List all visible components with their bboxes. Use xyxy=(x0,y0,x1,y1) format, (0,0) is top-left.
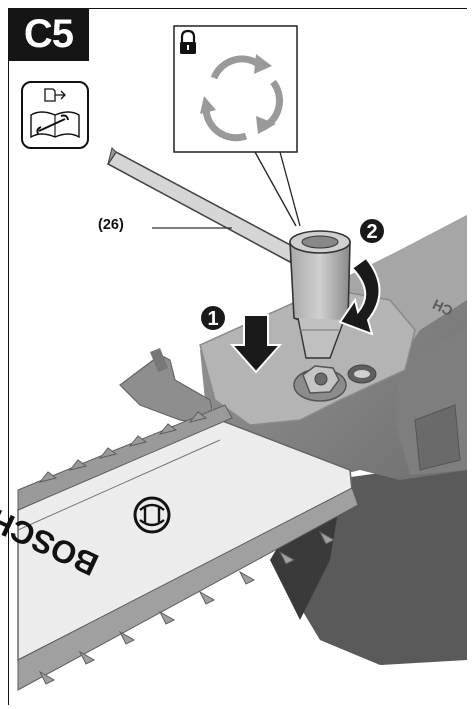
housing-brand-text: CH xyxy=(430,296,455,319)
svg-text:1: 1 xyxy=(207,308,218,330)
step-1-marker: 1 xyxy=(201,306,225,330)
chain-tension-slot xyxy=(347,364,377,384)
part-label: (26) xyxy=(98,217,124,233)
saw-chain-top xyxy=(17,404,233,511)
bar-nut xyxy=(293,365,347,402)
socket-wrench xyxy=(289,230,351,359)
bumper-hook xyxy=(150,348,168,372)
housing-panel-detail xyxy=(414,404,461,471)
step-2-marker: 2 xyxy=(360,219,384,243)
figure-badge: C5 xyxy=(8,8,89,61)
saw-chain-bottom xyxy=(17,487,359,691)
padlock-icon xyxy=(180,29,196,54)
housing-shadow xyxy=(270,500,340,620)
spanner-handle-tip xyxy=(107,147,117,165)
push-down-arrow xyxy=(229,314,283,374)
bar-edge-line xyxy=(17,439,221,531)
book-wrench-icon xyxy=(30,88,80,139)
svg-text:2: 2 xyxy=(366,221,377,243)
figure-frame xyxy=(8,8,467,705)
circular-arrows-icon xyxy=(200,54,283,142)
rotate-arrow xyxy=(338,256,381,336)
bosch-logo xyxy=(133,496,171,534)
